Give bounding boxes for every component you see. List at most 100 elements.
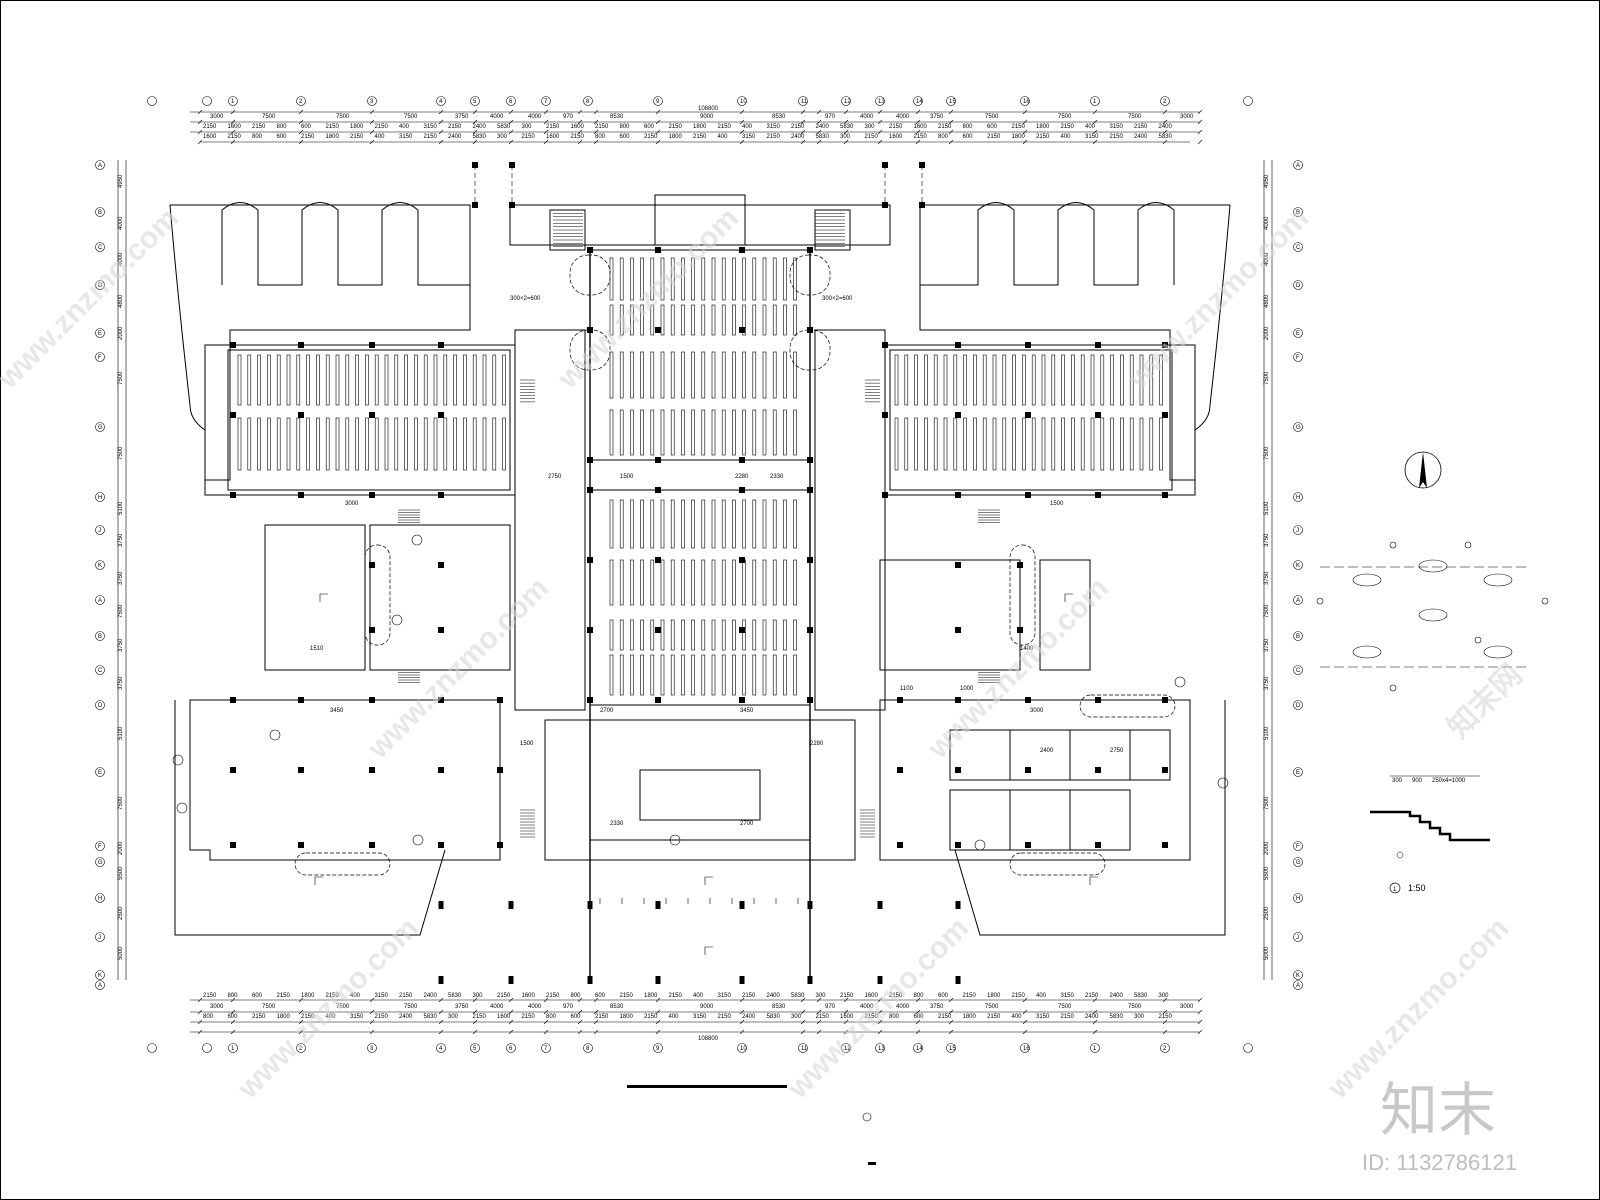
- segment-dimension: 2150: [1085, 993, 1099, 999]
- row-dimension: 3750: [1264, 638, 1270, 652]
- segment-dimension: 2150: [301, 1014, 315, 1020]
- bookshelf: [316, 354, 320, 406]
- row-dimension: 5100: [1264, 501, 1270, 515]
- column: [739, 327, 745, 333]
- bookshelf: [660, 351, 665, 399]
- detail-scale: 1:50: [1408, 883, 1426, 893]
- segment-dimension: 600: [938, 993, 949, 999]
- segment-dimension: 300: [865, 124, 876, 130]
- bookshelf: [721, 654, 726, 696]
- segment-dimension: 2150: [669, 993, 683, 999]
- grid-bubble-label: A: [1296, 598, 1300, 604]
- bookshelf: [982, 417, 987, 471]
- bookshelf: [732, 257, 736, 301]
- room-dimension: 1400: [1020, 646, 1034, 652]
- bookshelf: [762, 654, 767, 696]
- column: [1095, 412, 1101, 418]
- bookshelf: [404, 354, 408, 406]
- bookshelf: [1139, 417, 1144, 471]
- column: [739, 487, 745, 493]
- bookshelf: [772, 257, 777, 301]
- bookshelf: [711, 304, 716, 336]
- bookshelf: [732, 559, 736, 606]
- detail-dim-3: 250x4=1000: [1432, 778, 1466, 784]
- bookshelf: [384, 417, 389, 471]
- grid-bubble: [95, 700, 105, 710]
- segment-dimension: 2150: [889, 124, 903, 130]
- bookshelf: [721, 619, 726, 651]
- bookshelf: [345, 354, 350, 406]
- bookshelf: [1139, 354, 1144, 406]
- column: [438, 562, 444, 568]
- grid-bubble: [875, 1043, 885, 1053]
- grid-bubble-label: 2: [299, 99, 303, 105]
- bookshelf: [742, 409, 746, 456]
- bookshelf: [732, 654, 736, 696]
- bookshelf: [1110, 417, 1114, 471]
- grid-bubble-label: C: [98, 668, 103, 674]
- grid-bubble: [1293, 700, 1303, 710]
- bookshelf: [973, 354, 977, 406]
- grid-bubble-label: 10: [740, 99, 747, 105]
- grid-bubble: [436, 1043, 446, 1053]
- segment-dimension: 2150: [326, 993, 340, 999]
- segment-dimension: 5830: [1110, 1014, 1124, 1020]
- bookshelf: [670, 409, 675, 456]
- segment-dimension: 2150: [375, 1014, 389, 1020]
- column: [438, 842, 444, 848]
- grid-bubble: [1293, 560, 1303, 570]
- segment-dimension: 1600: [546, 134, 560, 140]
- grid-bubble: [1293, 767, 1303, 777]
- bookshelf: [762, 257, 767, 301]
- bookshelf: [691, 257, 695, 301]
- bookshelf: [394, 354, 399, 406]
- room-dimension: 2700: [740, 821, 754, 827]
- bookshelf: [384, 354, 389, 406]
- grid-bubble-label: F: [98, 844, 102, 850]
- bookshelf: [924, 417, 928, 471]
- segment-dimension: 2150: [669, 124, 683, 130]
- column: [298, 842, 304, 848]
- segment-dimension: 600: [571, 1014, 582, 1020]
- grid-bubble-label: 15: [949, 99, 956, 105]
- row-dimension: 4800: [1264, 294, 1270, 308]
- bookshelf: [783, 304, 787, 336]
- bookshelf: [414, 354, 418, 406]
- grid-bubble-label: 2: [1163, 1046, 1167, 1052]
- segment-dimension: 1800: [963, 1014, 977, 1020]
- bookshelf: [609, 654, 614, 696]
- bookshelf: [752, 619, 757, 651]
- grid-bubble-label: C: [1296, 245, 1301, 251]
- bookshelf: [316, 417, 320, 471]
- bookshelf: [783, 654, 787, 696]
- total-width-top: 108800: [698, 106, 719, 112]
- grid-bubble: [541, 1043, 551, 1053]
- grid-bubble: [1243, 1043, 1253, 1053]
- grid-bubble: [841, 96, 851, 106]
- grid-bubble: [95, 893, 105, 903]
- bookshelf: [1051, 417, 1056, 471]
- grid-bubble-label: 1: [1093, 99, 1097, 105]
- segment-dimension: 5830: [816, 134, 830, 140]
- grid-bubble-label: 3: [370, 99, 374, 105]
- row-dimension: 3750: [118, 676, 124, 690]
- grid-bubble: [296, 1043, 306, 1053]
- bookshelf: [732, 351, 736, 399]
- segment-dimension: 5830: [840, 124, 854, 130]
- callout-bubble: [974, 839, 986, 851]
- column: [882, 342, 888, 348]
- bookshelf: [1120, 354, 1124, 406]
- grid-bubble-label: D: [98, 283, 103, 289]
- grid-bubble-label: K: [1296, 973, 1300, 979]
- grid-bubble-label: 13: [878, 1046, 885, 1052]
- stair-detail: [1370, 775, 1490, 894]
- bookshelf: [732, 409, 736, 456]
- column: [882, 202, 888, 208]
- bay-dimension: 7500: [985, 114, 999, 120]
- segment-dimension: 1600: [522, 993, 536, 999]
- segment-dimension: 1800: [1036, 124, 1050, 130]
- grid-bubble-label: A: [98, 983, 102, 989]
- grid-bubble: [367, 96, 377, 106]
- bay-dimension: 4000: [528, 1004, 542, 1010]
- grid-bubble: [296, 96, 306, 106]
